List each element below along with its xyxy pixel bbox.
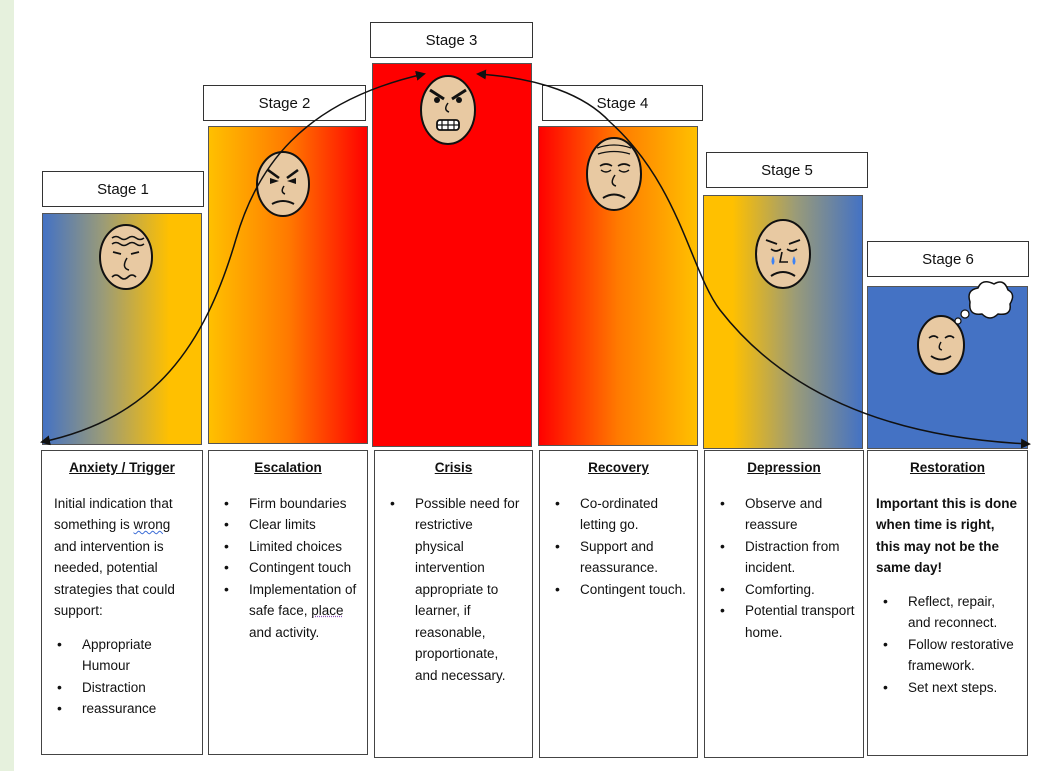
- card-title: Escalation: [254, 460, 322, 475]
- rising-curve: [235, 70, 426, 240]
- list-item: Support and reassurance.: [555, 536, 689, 579]
- strategy-list: Appropriate Humour Distraction reassuran…: [50, 634, 194, 720]
- stage-1-label-text: Stage 1: [97, 180, 149, 198]
- intro-text: Initial indication that something is: [54, 495, 173, 533]
- restoration-note: Important this is done when time is righ…: [876, 495, 1018, 576]
- list-item: Firm boundaries: [224, 493, 359, 515]
- tired-face-icon: [586, 137, 642, 211]
- list-item: Observe and reassure: [720, 493, 855, 536]
- intro-wrong-word: wrong: [133, 517, 171, 532]
- card-depression: Depression Observe and reassure Distract…: [704, 450, 864, 758]
- card-recovery: Recovery Co-ordinated letting go. Suppor…: [539, 450, 698, 758]
- item-place-word: place: [311, 603, 344, 618]
- strategy-list: Reflect, repair, and reconnect. Follow r…: [876, 591, 1019, 699]
- list-item: Potential transport home.: [720, 600, 855, 643]
- card-title: Restoration: [909, 460, 985, 475]
- stage-6-label: Stage 6: [867, 241, 1029, 277]
- stage-4-label-text: Stage 4: [596, 94, 649, 112]
- list-item: Contingent touch.: [555, 579, 689, 601]
- card-title: Depression: [747, 460, 821, 475]
- list-item: Comforting.: [720, 579, 855, 601]
- stage-1-label: Stage 1: [42, 171, 204, 207]
- list-item: Set next steps.: [883, 677, 1019, 699]
- item-text: Implementation of safe face,: [249, 581, 357, 619]
- strategy-list: Firm boundaries Clear limits Limited cho…: [217, 493, 359, 644]
- strategy-list: Observe and reassure Distraction from in…: [713, 493, 855, 644]
- card-title: Recovery: [588, 460, 649, 475]
- list-item: Appropriate Humour: [57, 634, 194, 677]
- list-item: Distraction: [57, 677, 194, 699]
- intro-text-cont: and intervention is needed, potential st…: [54, 538, 175, 619]
- furious-face-icon: [420, 75, 476, 145]
- list-item: Possible need for restrictive physical i…: [390, 493, 524, 687]
- stage-3-label-text: Stage 3: [425, 31, 478, 49]
- escalation-curve: [40, 238, 237, 446]
- list-item: Distraction from incident.: [720, 536, 855, 579]
- card-title: Anxiety / Trigger: [69, 460, 175, 475]
- stage-5-label: Stage 5: [706, 152, 868, 188]
- list-item: Clear limits: [224, 514, 359, 536]
- card-crisis: Crisis Possible need for restrictive phy…: [374, 450, 533, 758]
- crying-face-icon: [755, 219, 811, 289]
- card-escalation: Escalation Firm boundaries Clear limits …: [208, 450, 368, 755]
- angry-face-icon: [256, 151, 310, 217]
- list-item: Implementation of safe face, place and a…: [224, 579, 359, 644]
- card-intro: Initial indication that something is wro…: [50, 493, 194, 622]
- list-item: Follow restorative framework.: [883, 634, 1019, 677]
- card-anxiety-trigger: Anxiety / Trigger Initial indication tha…: [41, 450, 203, 755]
- stage-4-label: Stage 4: [542, 85, 703, 121]
- stage-5-label-text: Stage 5: [761, 161, 813, 179]
- strategy-list: Co-ordinated letting go. Support and rea…: [548, 493, 689, 601]
- stage-2-label: Stage 2: [203, 85, 366, 121]
- card-title: Crisis: [434, 460, 473, 475]
- stage-6-label-text: Stage 6: [922, 250, 974, 268]
- item-text-cont: and activity.: [249, 624, 320, 640]
- stage-3-label: Stage 3: [370, 22, 533, 58]
- calm-face-with-thought-bubble-icon: [917, 281, 1014, 375]
- list-item: Limited choices: [224, 536, 359, 558]
- list-item: Reflect, repair, and reconnect.: [883, 591, 1019, 634]
- card-restoration: Restoration Important this is done when …: [867, 450, 1028, 756]
- recovery-curve-long: [609, 121, 1031, 449]
- list-item: reassurance: [57, 698, 194, 720]
- list-item: Contingent touch: [224, 557, 359, 579]
- strategy-list: Possible need for restrictive physical i…: [383, 493, 524, 687]
- recovery-curve-top: [476, 69, 611, 123]
- stage-2-label-text: Stage 2: [258, 94, 311, 112]
- list-item: Co-ordinated letting go.: [555, 493, 689, 536]
- anxious-face-icon: [99, 224, 153, 290]
